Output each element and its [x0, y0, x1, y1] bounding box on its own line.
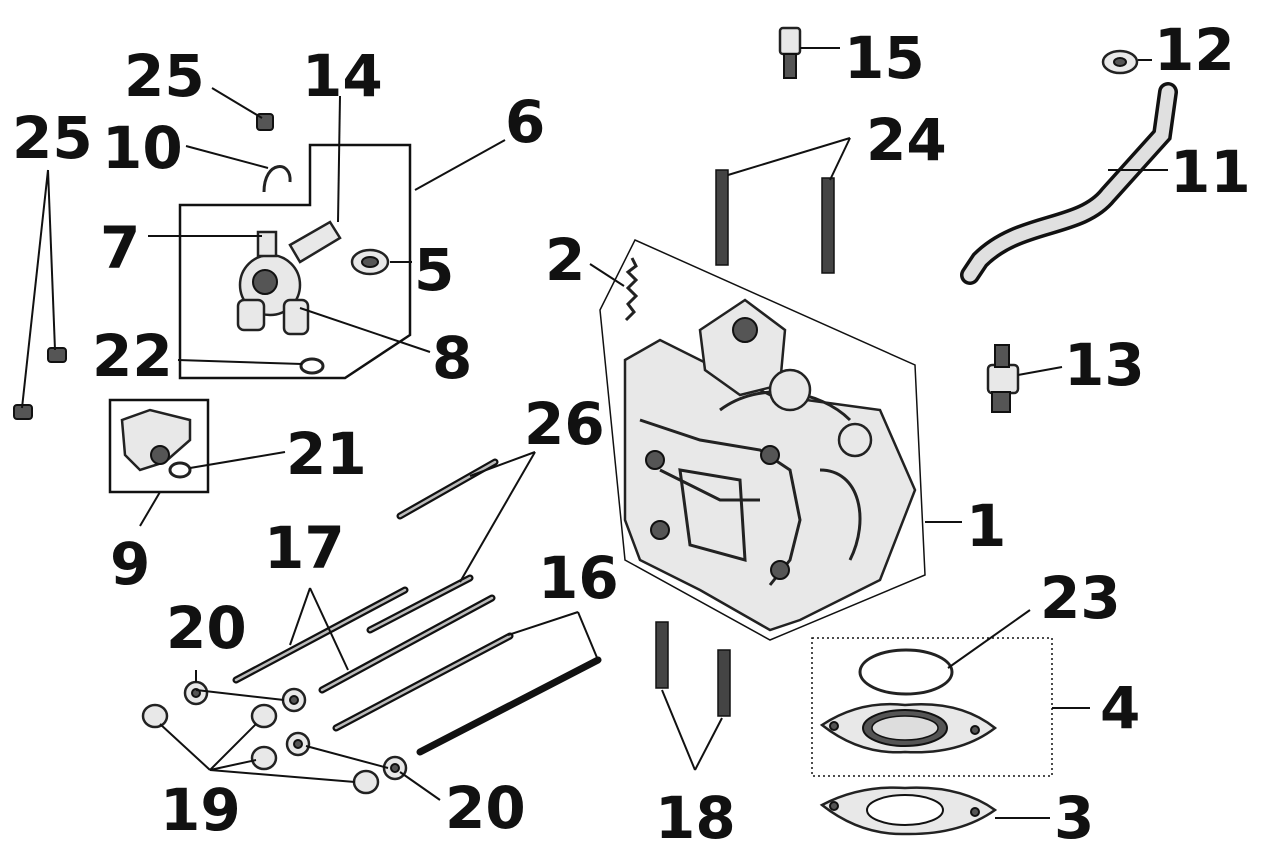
callout-8: 8	[432, 324, 472, 392]
callout-25-top: 25	[124, 42, 205, 110]
callout-7: 7	[100, 214, 140, 282]
callout-18: 18	[655, 784, 736, 852]
callout-9: 9	[110, 530, 150, 598]
callout-16: 16	[538, 544, 619, 612]
callout-22: 22	[92, 322, 173, 390]
cylinder-head	[623, 298, 917, 632]
callout-24: 24	[866, 106, 947, 174]
callout-17: 17	[264, 514, 345, 582]
callout-15: 15	[844, 24, 925, 92]
clip-10	[262, 165, 292, 193]
sensor-13	[986, 344, 1020, 413]
stud-18	[655, 621, 731, 717]
callout-5: 5	[414, 236, 454, 304]
callout-10: 10	[102, 114, 183, 182]
sensor-15	[778, 26, 802, 79]
callout-labels: 25 14 25 10 6 7 5 2 8 22 21 9 26 17 16 2…	[12, 16, 1251, 852]
callout-6: 6	[505, 88, 545, 156]
callout-23: 23	[1040, 564, 1121, 632]
callout-14: 14	[302, 42, 383, 110]
callout-26: 26	[524, 390, 605, 458]
spring	[624, 257, 639, 322]
callout-20-bottom: 20	[445, 774, 526, 842]
callout-2: 2	[545, 226, 585, 294]
thermostat-housing	[236, 220, 342, 336]
plug-5	[350, 248, 390, 276]
callout-11: 11	[1170, 138, 1251, 206]
nut-12	[1101, 49, 1139, 75]
group-box-4	[811, 637, 1053, 777]
group-box-6	[178, 143, 412, 380]
outline-cylinder-head	[599, 239, 926, 641]
washers-20	[183, 680, 408, 781]
oring-22	[299, 357, 325, 375]
gaskets	[819, 648, 998, 836]
pipe-11	[960, 82, 1178, 285]
rods	[232, 458, 602, 756]
callout-4: 4	[1100, 674, 1140, 742]
callout-12: 12	[1154, 16, 1235, 84]
callout-1: 1	[966, 492, 1006, 560]
stud-24	[715, 169, 835, 274]
callout-21: 21	[286, 420, 367, 488]
callout-25-left: 25	[12, 104, 93, 172]
callout-19: 19	[160, 776, 241, 844]
bolt-25-left	[13, 347, 67, 420]
callout-20-top: 20	[166, 594, 247, 662]
nuts-19	[141, 703, 380, 795]
elbow-9	[120, 408, 192, 479]
callout-13: 13	[1064, 331, 1145, 399]
callout-3: 3	[1054, 784, 1094, 852]
leader-lines	[21, 47, 1168, 819]
